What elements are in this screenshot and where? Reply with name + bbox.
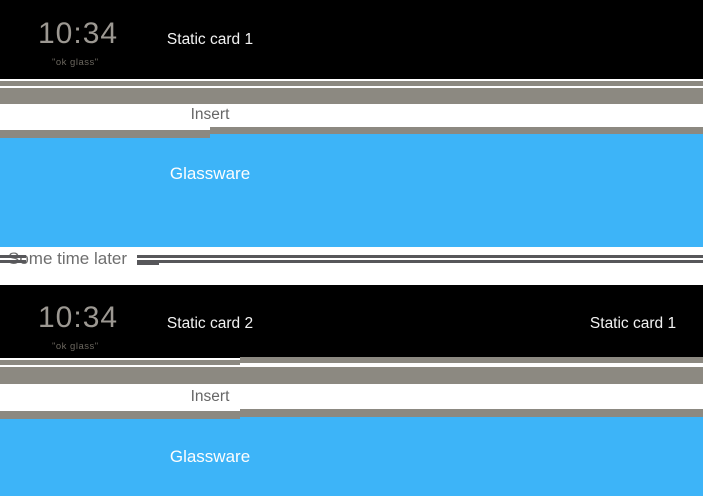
timeline-card-edge: [0, 130, 210, 138]
timeline-card-edge: [0, 367, 703, 384]
timeline-card-edge: [0, 81, 703, 86]
insert-card-label: Insert: [190, 106, 230, 123]
time-break-line: [0, 260, 26, 263]
insert-card-label: Insert: [190, 388, 230, 405]
static-card-1-label: Static card 1: [166, 31, 254, 48]
time-break-line: [0, 255, 26, 258]
glassware-card-2: Glassware: [0, 417, 703, 496]
clock-time: 10:34: [38, 301, 119, 334]
ok-glass-hint: "ok glass": [52, 57, 99, 68]
time-break-line: [137, 260, 703, 263]
time-break-line: [137, 262, 159, 265]
insert-card: Insert: [0, 104, 703, 127]
ok-glass-hint: "ok glass": [52, 341, 99, 352]
timeline-home-card-2: 10:34 "ok glass" Static card 2 Static ca…: [0, 285, 703, 358]
time-break-line: [137, 255, 703, 258]
clock-time: 10:34: [38, 17, 119, 50]
glassware-card-1: Glassware: [0, 134, 703, 247]
glassware-card-label: Glassware: [169, 164, 251, 183]
glassware-card-label: Glassware: [169, 447, 251, 466]
static-card-2-label: Static card 2: [166, 315, 254, 332]
timeline-card-edge: [0, 360, 240, 365]
timeline-card-edge: [240, 409, 703, 417]
time-passes-label: Some time later: [8, 249, 128, 268]
timeline-card-edge: [0, 88, 703, 104]
timeline-home-card-1: 10:34 "ok glass" Static card 1: [0, 0, 703, 79]
timeline-card-edge: [210, 127, 703, 134]
timeline-card-edge: [0, 411, 240, 419]
insert-card: Insert: [0, 384, 703, 409]
timeline-card-edge: [240, 357, 703, 363]
static-card-1-label: Static card 1: [589, 315, 677, 332]
